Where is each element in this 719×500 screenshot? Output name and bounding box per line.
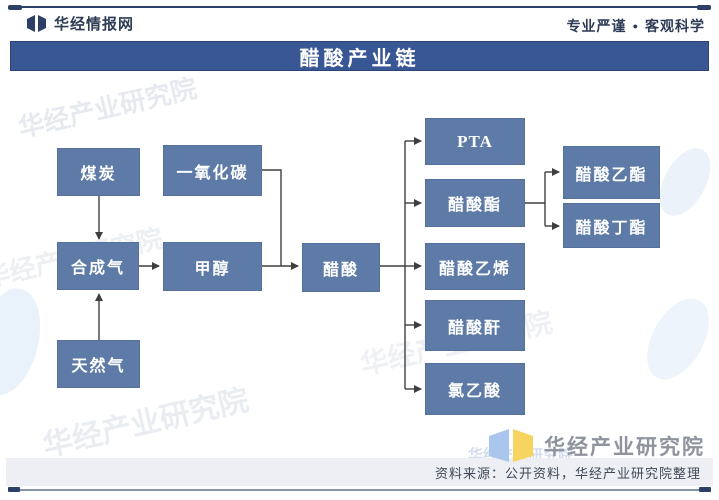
node-pta-label: PTA <box>457 131 493 151</box>
top-border-line <box>10 6 709 8</box>
header: 华经情报网 专业严谨 ● 客观科学 <box>0 13 719 39</box>
node-carbon-monoxide-label: 一氧化碳 <box>176 164 249 182</box>
header-tagline: 专业严谨 ● 客观科学 <box>567 16 705 36</box>
node-vinyl-acetate-label: 醋酸乙烯 <box>438 260 511 278</box>
node-ethyl-acetate: 醋酸乙酯 <box>563 146 660 199</box>
node-chloroacetic-acid: 氯乙酸 <box>425 363 525 415</box>
node-coal: 煤炭 <box>57 148 140 196</box>
top-border-cap-right <box>697 5 711 10</box>
node-methanol-label: 甲醇 <box>194 260 231 278</box>
node-pta: PTA <box>425 118 525 165</box>
node-acetic-acid-label: 醋酸 <box>322 261 359 279</box>
page-title: 醋酸产业链 <box>299 47 420 70</box>
node-coal-label: 煤炭 <box>80 166 117 183</box>
node-acetate-ester-label: 醋酸酯 <box>447 197 502 214</box>
node-acetic-anhydride-label: 醋酸酐 <box>447 319 502 337</box>
node-chloroacetic-acid-label: 氯乙酸 <box>447 383 502 400</box>
node-ethyl-acetate-label: 醋酸乙酯 <box>575 166 648 184</box>
tagline-right: 客观科学 <box>645 18 705 34</box>
node-carbon-monoxide: 一氧化碳 <box>163 145 262 196</box>
node-butyl-acetate-label: 醋酸丁酯 <box>575 219 648 237</box>
huajing-book-logo-icon <box>26 14 47 33</box>
bottom-border-cap-right <box>699 487 711 492</box>
source-note: 资料来源：公开资料，华经产业研究院整理 <box>434 466 701 481</box>
dot-separator-icon: ● <box>632 21 639 31</box>
top-border-cap-left <box>8 5 22 10</box>
node-vinyl-acetate: 醋酸乙烯 <box>425 243 525 290</box>
brand-name: 华经情报网 <box>54 16 135 33</box>
node-natural-gas: 天然气 <box>57 340 140 388</box>
bottom-border-line <box>9 489 710 491</box>
brand: 华经情报网 <box>26 13 134 34</box>
bottom-border-cap-left <box>8 487 20 492</box>
node-syngas-label: 合成气 <box>70 260 125 277</box>
brandmark: 华经产业研究院 <box>486 427 705 465</box>
node-acetic-acid: 醋酸 <box>302 243 380 292</box>
node-butyl-acetate: 醋酸丁酯 <box>563 203 660 248</box>
brandmark-text: 华经产业研究院 <box>544 436 705 459</box>
node-natural-gas-label: 天然气 <box>71 358 126 375</box>
node-syngas: 合成气 <box>57 242 139 290</box>
page-title-bar: 醋酸产业链 <box>10 41 709 71</box>
open-book-logo-icon <box>486 427 536 465</box>
footer-band <box>6 458 713 486</box>
node-methanol: 甲醇 <box>163 242 262 291</box>
tagline-left: 专业严谨 <box>566 18 627 34</box>
node-acetate-ester: 醋酸酯 <box>425 179 525 227</box>
node-acetic-anhydride: 醋酸酐 <box>425 300 525 351</box>
